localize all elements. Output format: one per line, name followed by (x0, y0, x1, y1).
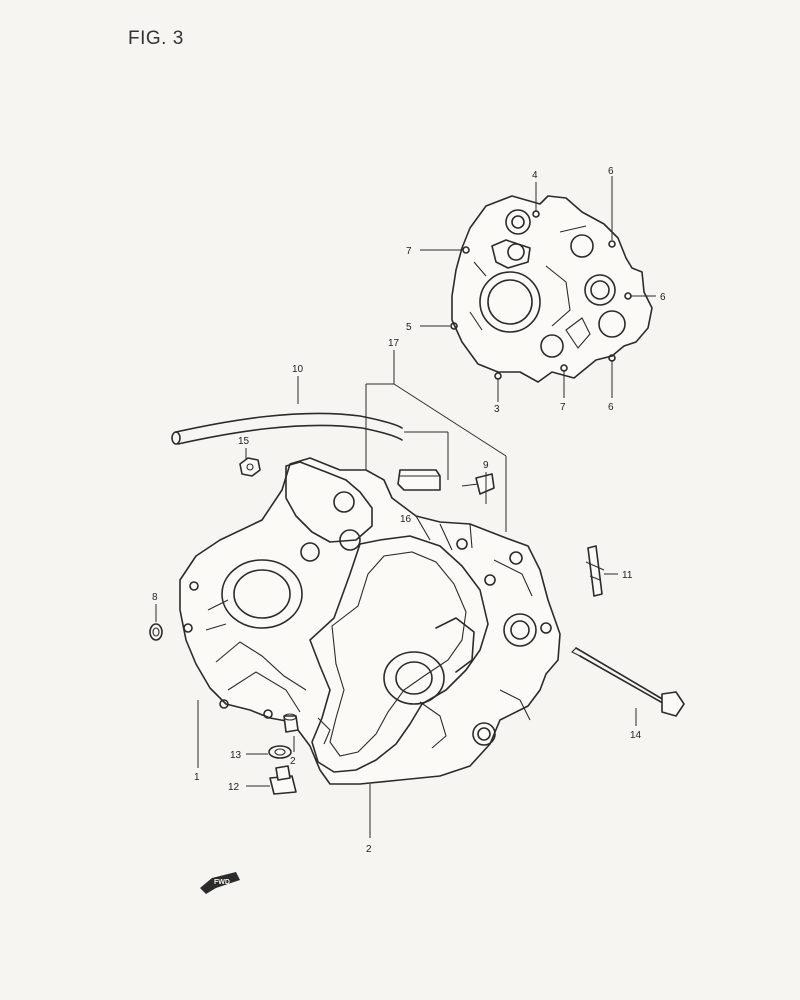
bracket-11 (585, 545, 618, 597)
fwd-arrow-icon: FWD (200, 872, 240, 894)
callout-3: 3 (494, 404, 500, 415)
callout-15: 15 (238, 436, 250, 447)
callout-7-left: 7 (406, 246, 412, 257)
callout-13: 13 (230, 750, 242, 761)
callout-2-pin: 2 (290, 756, 296, 767)
callout-6-bottom: 6 (608, 402, 614, 413)
callout-1: 1 (194, 772, 200, 783)
callout-10: 10 (292, 364, 304, 375)
stud-bolt-14 (571, 647, 685, 726)
callout-14: 14 (630, 730, 642, 741)
callout-5: 5 (406, 322, 412, 333)
callout-8: 8 (152, 592, 158, 603)
nut-15 (239, 448, 261, 477)
callout-11: 11 (622, 570, 633, 581)
callout-17: 17 (388, 338, 400, 349)
callout-7-bottom: 7 (560, 402, 566, 413)
callout-16: 16 (400, 514, 412, 525)
callout-12: 12 (228, 782, 240, 793)
rubber-block-16 (397, 469, 441, 491)
crankcase-right-half (450, 195, 653, 383)
crankcase-left-half (179, 457, 561, 785)
callout-2-case: 2 (366, 844, 372, 855)
hose-fitting-9 (404, 431, 495, 504)
callout-9: 9 (483, 460, 489, 471)
figure-title: FIG. 3 (128, 28, 184, 49)
callout-labels: 4 6 7 6 5 3 7 6 17 10 15 9 16 11 8 14 13… (152, 166, 666, 855)
callout-4: 4 (532, 170, 538, 181)
callout-6-top: 6 (608, 166, 614, 177)
breather-tube (171, 376, 403, 445)
clip-8 (149, 604, 163, 641)
fwd-label: FWD (214, 879, 230, 886)
drain-plug-12 (246, 765, 297, 795)
callout-6-right: 6 (660, 292, 666, 303)
dowel-pin-2 (283, 713, 299, 752)
leader-17 (365, 350, 507, 532)
washer-13 (246, 745, 292, 759)
leader-lines-upper (420, 176, 656, 402)
